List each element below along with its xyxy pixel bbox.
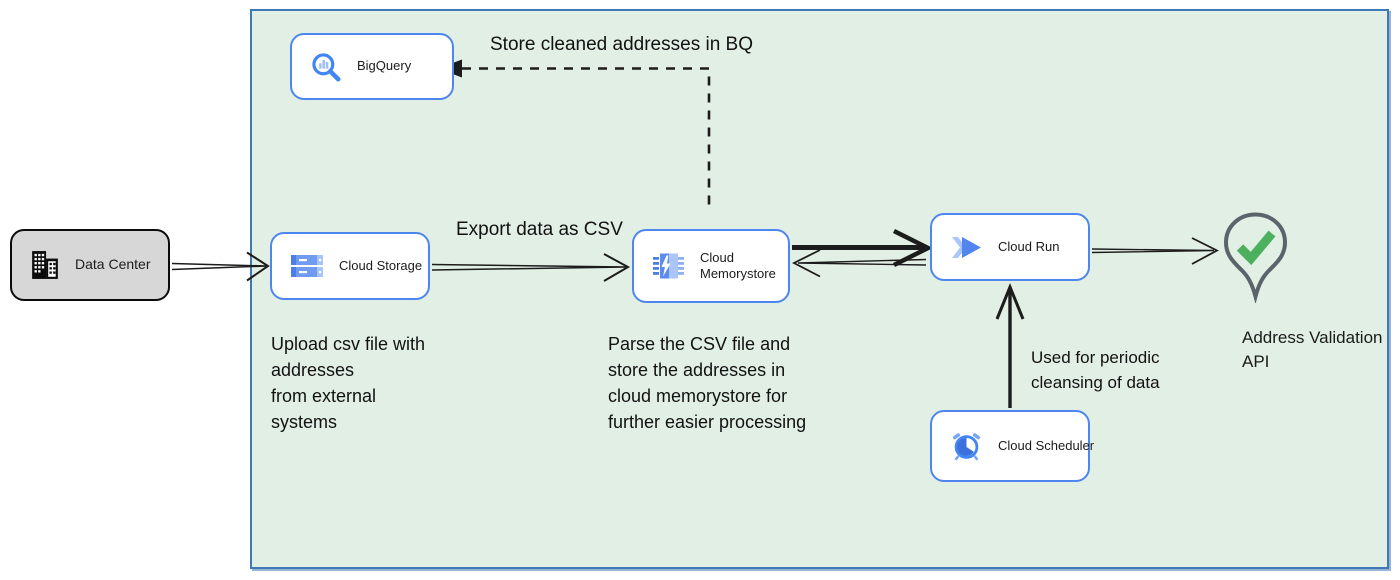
address-validation-label: Address Validation API: [1242, 328, 1383, 371]
annotation-export-data-csv: Export data as CSV: [456, 219, 623, 240]
cloud-run-chevron-icon: [950, 234, 983, 261]
node-cloud-run[interactable]: Cloud Run: [930, 213, 1090, 281]
building-icon: [30, 250, 60, 280]
cloud-boundary-box: [250, 9, 1389, 569]
bigquery-magnifier-icon: [310, 51, 342, 83]
storage-buckets-icon: [290, 252, 324, 280]
annotation-parse-csv-note: Parse the CSV file and store the address…: [608, 334, 807, 432]
node-label: Cloud Storage: [339, 257, 423, 273]
node-data-center[interactable]: Data Center: [10, 229, 170, 301]
node-label: Cloud Scheduler: [998, 437, 1095, 453]
map-pin-check-icon: [1222, 211, 1289, 303]
annotation-upload-csv-note: Upload csv file with addresses from exte…: [271, 334, 426, 432]
annotation-store-cleaned-addresses: Store cleaned addresses in BQ: [490, 34, 753, 55]
node-label: BigQuery: [357, 58, 412, 74]
node-cloud-storage[interactable]: Cloud Storage: [270, 232, 430, 300]
annotation-periodic-cleansing-note: Used for periodic cleansing of data: [1031, 348, 1160, 392]
node-cloud-scheduler[interactable]: Cloud Scheduler: [930, 410, 1094, 482]
node-label: Data Center: [75, 256, 151, 273]
node-address-validation[interactable]: [1222, 211, 1289, 303]
node-label: Cloud Run: [998, 238, 1060, 254]
node-cloud-memorystore[interactable]: Cloud Memorystore: [632, 229, 790, 303]
node-label: Cloud Memorystore: [700, 249, 776, 281]
scheduler-alarm-clock-icon: [950, 431, 983, 462]
node-bigquery[interactable]: BigQuery: [290, 33, 454, 100]
memorystore-chip-icon: [652, 251, 685, 282]
